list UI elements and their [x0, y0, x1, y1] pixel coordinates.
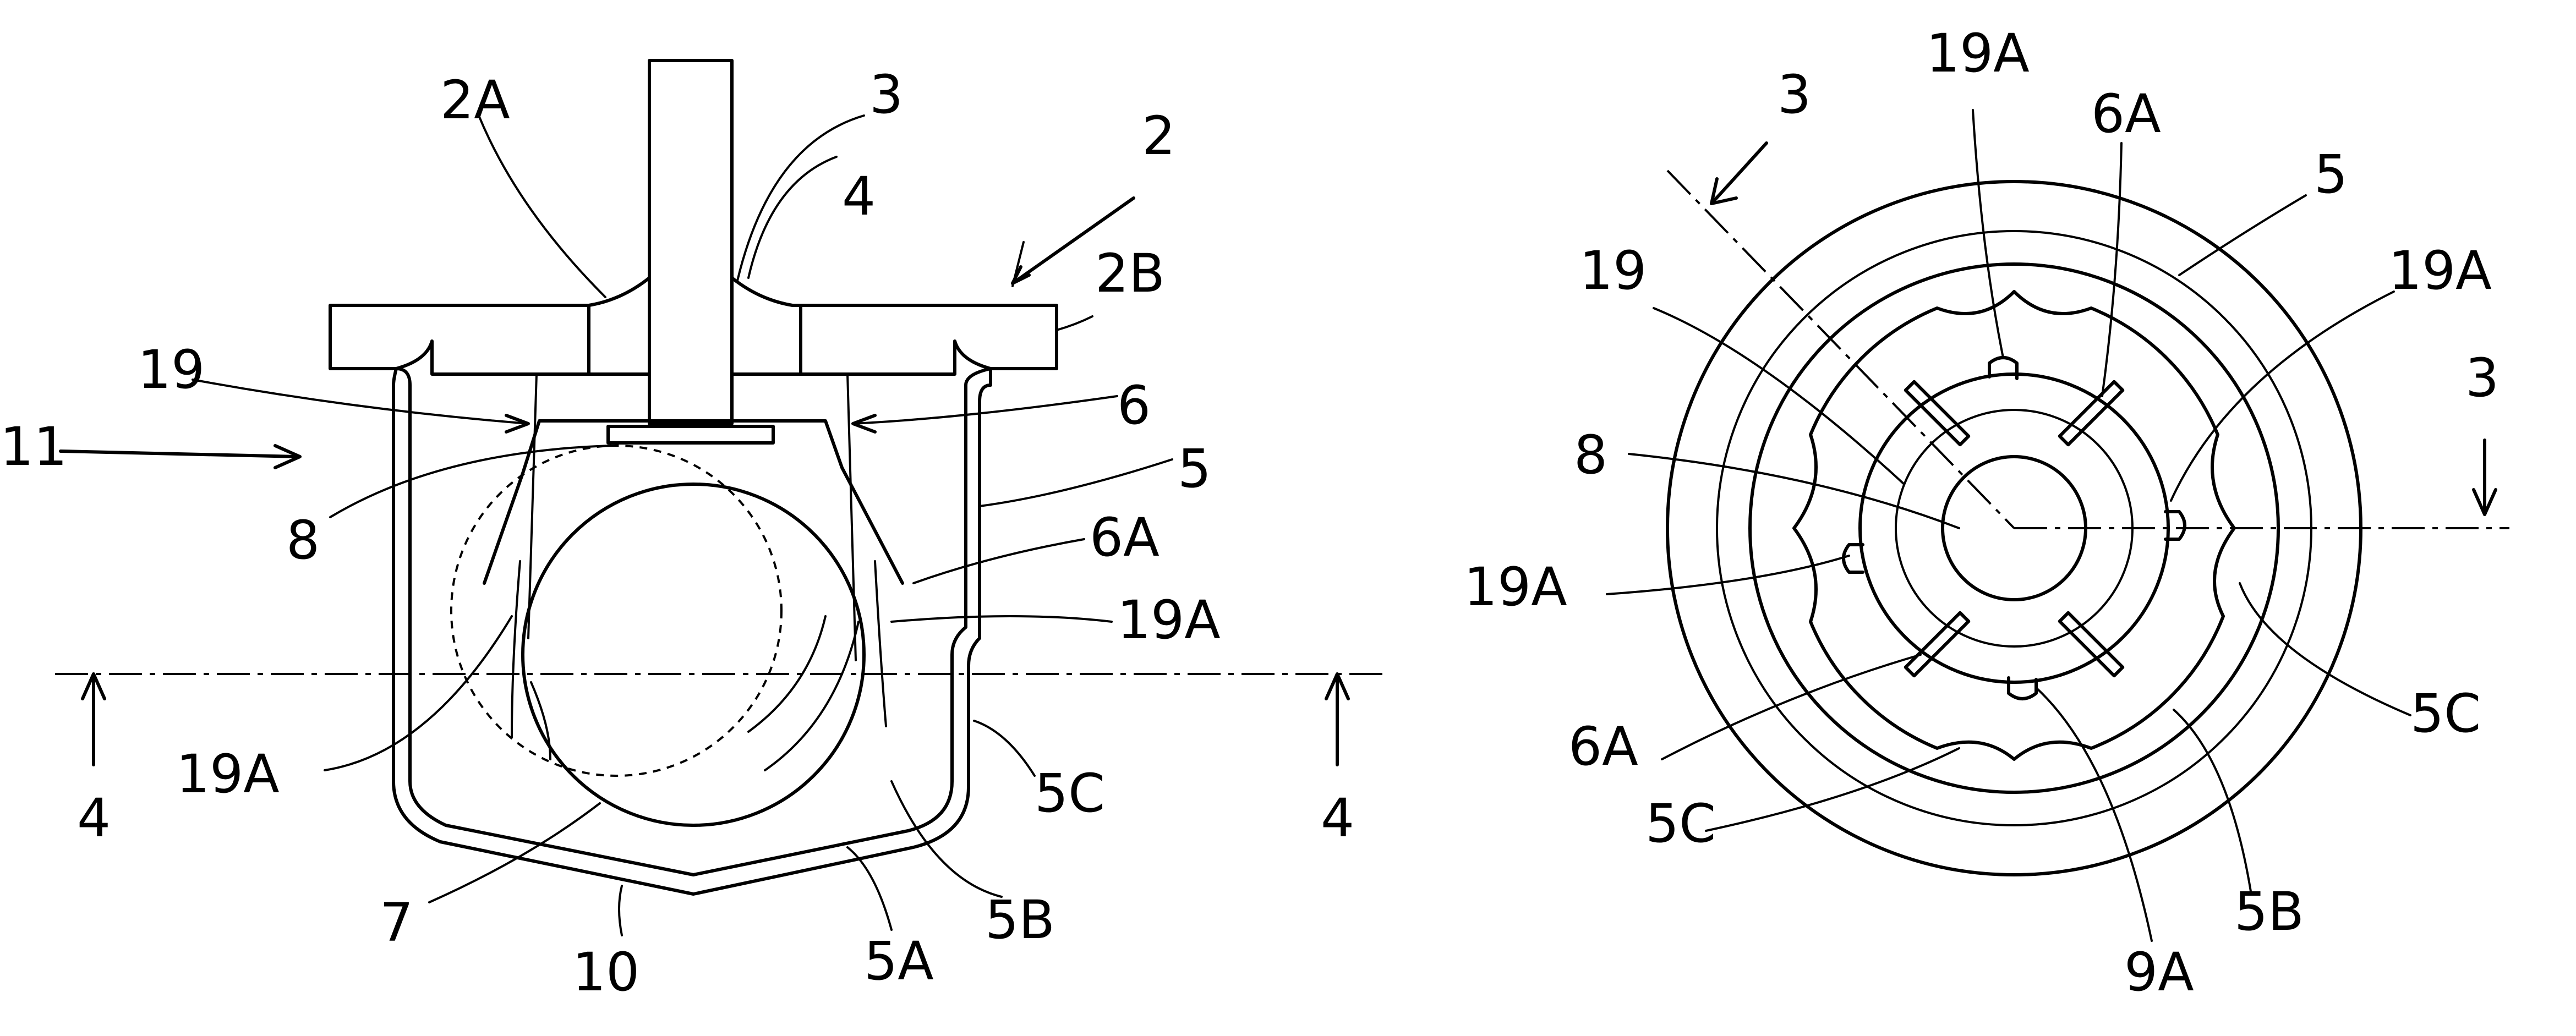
right-plan-view: 3 19A 6A 5 19 19A 3 8 19A 6A 5C 5C 5B 9A: [1464, 23, 2509, 1003]
label-19: 19: [1579, 240, 1647, 302]
label-11: 11: [0, 416, 67, 478]
label-4-left: 4: [77, 787, 111, 849]
mounting-plate-2B: [732, 278, 1057, 374]
label-2A: 2A: [440, 69, 510, 131]
label-5: 5: [2314, 144, 2348, 205]
label-6: 6: [1117, 375, 1151, 436]
label-5C-left: 5C: [1645, 793, 1716, 854]
label-19A-left: 19A: [176, 743, 280, 805]
label-3: 3: [869, 64, 903, 125]
label-19A-top: 19A: [1926, 23, 2030, 84]
holder-6: [539, 421, 903, 583]
label-8: 8: [1574, 424, 1607, 486]
label-5B: 5B: [2234, 881, 2304, 942]
label-19A-right: 19A: [2388, 240, 2492, 302]
shaft-3: [649, 61, 732, 424]
label-8: 8: [286, 509, 320, 571]
left-cross-section-view: 2A 3 2 4 2B 19 6 11 5 8 6A 19A 19A 4 4 5…: [0, 61, 1387, 1003]
label-3-top: 3: [1778, 64, 1811, 125]
label-19: 19: [138, 339, 205, 401]
cup-5: [393, 369, 991, 894]
label-2: 2: [1142, 105, 1175, 167]
label-19A-left: 19A: [1464, 556, 1567, 618]
ball-7-phantom: [451, 446, 781, 776]
label-5C-right: 5C: [2410, 683, 2481, 744]
label-10: 10: [572, 941, 639, 1003]
label-2B: 2B: [1095, 243, 1165, 304]
label-6A: 6A: [1090, 507, 1160, 568]
label-5A: 5A: [864, 930, 934, 992]
label-5C: 5C: [1035, 763, 1105, 824]
label-6A-left: 6A: [1568, 716, 1638, 777]
label-5B: 5B: [985, 889, 1055, 951]
label-4: 4: [842, 166, 876, 227]
label-19A-right: 19A: [1117, 589, 1221, 651]
label-6A-top: 6A: [2091, 83, 2161, 145]
label-9A: 9A: [2124, 941, 2194, 1003]
label-3-right: 3: [2465, 347, 2499, 409]
plate-8: [608, 426, 773, 443]
label-5: 5: [1178, 438, 1211, 500]
label-4-right: 4: [1321, 787, 1354, 849]
label-7: 7: [380, 892, 413, 953]
